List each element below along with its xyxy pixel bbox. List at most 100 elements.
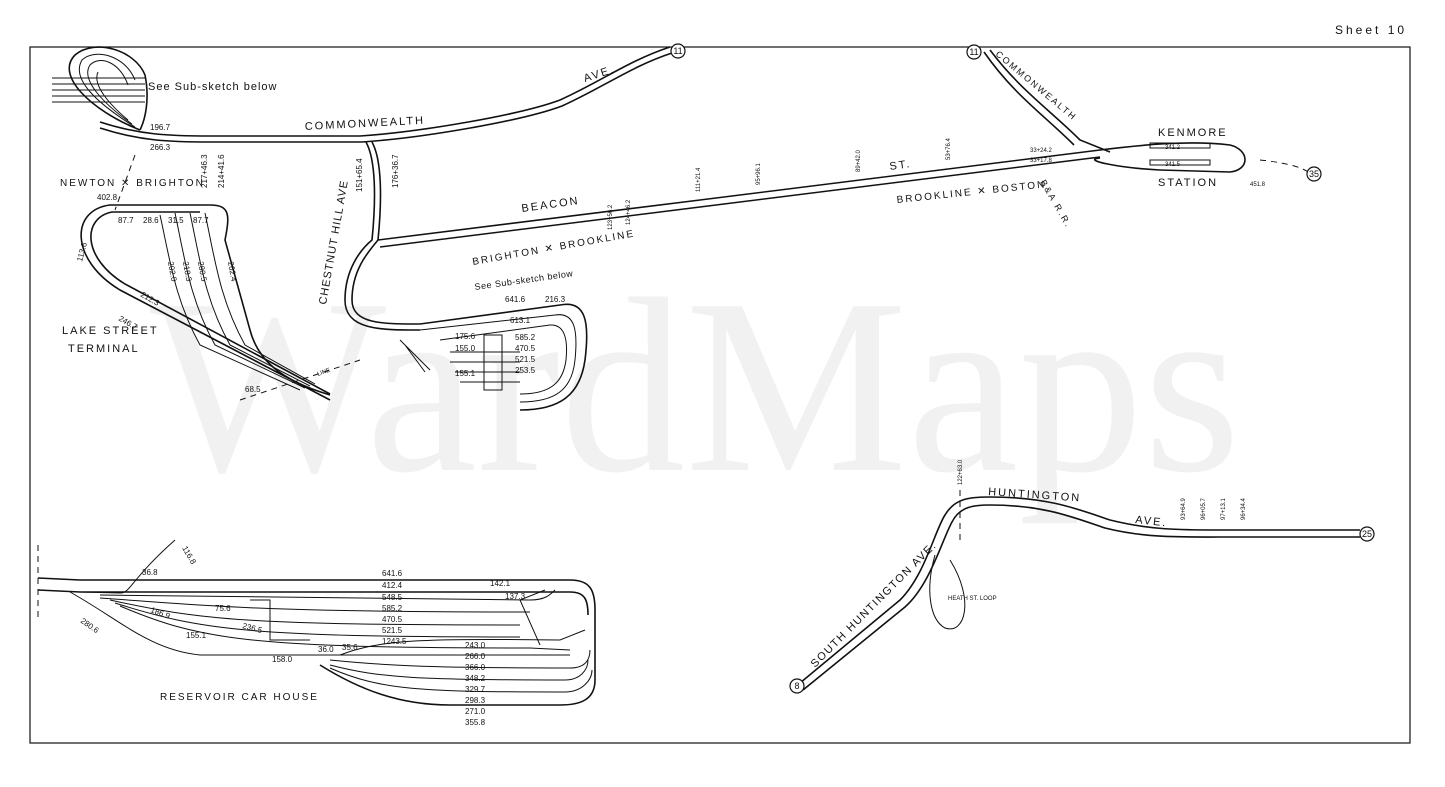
measurement: 470.5 bbox=[515, 344, 536, 353]
street-label-ave: AVE. bbox=[1135, 514, 1168, 529]
measurement: 158.0 bbox=[272, 655, 293, 664]
route-marker-label: 8 bbox=[794, 681, 799, 691]
upper-left-track-complex bbox=[52, 46, 148, 131]
measurement: 641.6 bbox=[382, 569, 403, 578]
measurement: 216.3 bbox=[545, 295, 566, 304]
place-label-heath-st-loop: HEATH ST. LOOP bbox=[948, 596, 997, 602]
watermark: WardMaps bbox=[150, 248, 1241, 525]
measurement: 298.3 bbox=[465, 696, 486, 705]
place-label-terminal: TERMINAL bbox=[68, 343, 140, 355]
measurement: 36.0 bbox=[318, 645, 334, 654]
measurement: 68.5 bbox=[245, 385, 261, 394]
measurement: 548.5 bbox=[382, 593, 403, 602]
measurement: 53+76.4 bbox=[946, 137, 952, 160]
measurement: 585.2 bbox=[382, 604, 403, 613]
railroad-label: B&A R.R. bbox=[1038, 178, 1074, 230]
measurement: 521.5 bbox=[382, 626, 403, 635]
measurement: 151+65.4 bbox=[355, 158, 364, 192]
measurement: 33+24.2 bbox=[1030, 148, 1053, 154]
boundary-line-label: LINE bbox=[317, 368, 332, 378]
chestnut-hill-track bbox=[351, 141, 421, 325]
chestnut-hill-track bbox=[344, 141, 421, 331]
measurement: 36.8 bbox=[142, 568, 158, 577]
town-line bbox=[114, 154, 136, 211]
measurement: 218.3 bbox=[181, 261, 193, 283]
measurement: 202.0 bbox=[166, 261, 178, 283]
route-marker-label: 11 bbox=[673, 46, 682, 56]
huntington-tracks bbox=[799, 490, 1360, 691]
route-marker bbox=[789, 678, 805, 694]
measurement: 35.6 bbox=[342, 643, 358, 652]
sub-sketch-note: See Sub-sketch below bbox=[148, 81, 277, 93]
street-label-ave: AVE. bbox=[582, 63, 616, 84]
measurement: 123+56.2 bbox=[608, 204, 614, 230]
measurement: 28.6 bbox=[143, 216, 159, 225]
measurement: 116.8 bbox=[180, 545, 198, 567]
reservoir-car-house-tracks bbox=[37, 539, 596, 706]
measurement: 217+46.3 bbox=[200, 154, 209, 188]
measurement: 31.5 bbox=[168, 216, 184, 225]
measurement: 266.3 bbox=[150, 143, 171, 152]
map-border bbox=[29, 46, 1411, 744]
measurement: 280.5 bbox=[196, 261, 208, 283]
commonwealth-kenmore-track bbox=[983, 51, 1075, 146]
lake-street-terminal-tracks bbox=[80, 204, 361, 401]
measurement: 412.4 bbox=[382, 581, 403, 590]
beacon-track bbox=[377, 142, 1246, 241]
route-marker-label: 35 bbox=[1309, 169, 1319, 179]
measurement: 280.6 bbox=[79, 616, 101, 635]
measurement: 89+42.0 bbox=[856, 149, 862, 172]
measurement: 142.1 bbox=[490, 579, 511, 588]
kenmore-platform bbox=[1149, 159, 1211, 166]
measurement: 1243.5 bbox=[382, 637, 407, 646]
street-label-south-huntington-ave: SOUTH HUNTINGTON AVE. bbox=[809, 539, 940, 670]
route-marker-label: 25 bbox=[1362, 529, 1372, 539]
measurement: 253.5 bbox=[515, 366, 536, 375]
measurement: 341.5 bbox=[1165, 162, 1181, 168]
street-label-beacon: BEACON bbox=[521, 195, 581, 215]
measurement: 243.0 bbox=[465, 641, 486, 650]
measurement: 155.1 bbox=[186, 631, 207, 640]
measurement: 214+41.6 bbox=[217, 154, 226, 188]
route-marker-label: 11 bbox=[969, 47, 978, 57]
measurement: 96+34.4 bbox=[1241, 497, 1247, 520]
sub-sketch-track-cluster bbox=[399, 303, 588, 411]
kenmore-platform bbox=[1149, 142, 1211, 149]
measurement: 175.6 bbox=[455, 332, 476, 341]
street-label-commonwealth: COMMONWEALTH bbox=[994, 49, 1079, 123]
measurement: 262.4 bbox=[226, 261, 238, 283]
street-label-commonwealth: COMMONWEALTH bbox=[305, 115, 426, 133]
measurement: 470.5 bbox=[382, 615, 403, 624]
boundary-brookline-boston: BROOKLINE ✕ BOSTON bbox=[896, 179, 1047, 206]
measurement: 402.8 bbox=[97, 193, 118, 202]
route-marker bbox=[1306, 166, 1322, 182]
place-label-lake-street: LAKE STREET bbox=[62, 325, 159, 337]
commonwealth-kenmore-track bbox=[989, 49, 1111, 153]
measurement: 236.5 bbox=[241, 621, 263, 635]
measurement: 585.2 bbox=[515, 333, 536, 342]
measurement: 348.2 bbox=[465, 674, 486, 683]
route-marker bbox=[1359, 526, 1375, 542]
measurement: 271.0 bbox=[465, 707, 486, 716]
place-label-station: STATION bbox=[1158, 177, 1218, 189]
measurement: 122+63.0 bbox=[958, 459, 964, 485]
street-label-st: ST. bbox=[889, 158, 912, 173]
route-marker bbox=[966, 44, 982, 60]
measurement: 87.7 bbox=[118, 216, 134, 225]
beacon-track bbox=[379, 156, 1101, 248]
measurement: 521.5 bbox=[515, 355, 536, 364]
route-marker bbox=[670, 43, 686, 59]
commonwealth-track bbox=[99, 46, 671, 137]
measurement: 96+05.7 bbox=[1201, 497, 1207, 520]
measurement: 613.1 bbox=[510, 316, 531, 325]
measurement: 95+96.1 bbox=[756, 162, 762, 185]
measurement: 87.7 bbox=[193, 216, 209, 225]
measurement: 155.1 bbox=[455, 369, 476, 378]
measurement: 366.0 bbox=[465, 663, 486, 672]
measurement: 451.8 bbox=[1250, 182, 1266, 188]
measurement: 176+36.7 bbox=[391, 154, 400, 188]
measurement: 341.2 bbox=[1165, 145, 1181, 151]
commonwealth-track bbox=[99, 52, 673, 143]
measurement: 266.0 bbox=[465, 652, 486, 661]
measurement: 113.6 bbox=[75, 241, 89, 263]
